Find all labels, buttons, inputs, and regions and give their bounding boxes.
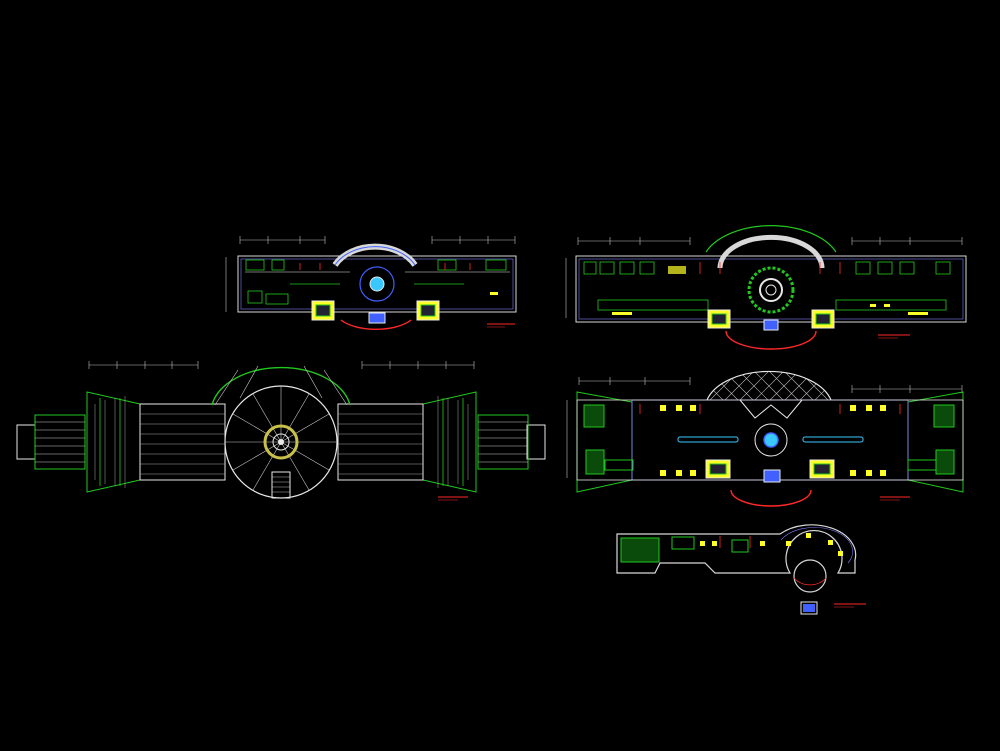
stair-block — [705, 399, 835, 483]
roof-hatch — [35, 421, 528, 463]
stair-block — [311, 300, 440, 324]
dome-rib — [214, 365, 348, 491]
plan-partial-wing — [616, 524, 866, 615]
dimension-line — [88, 361, 475, 369]
room-block — [583, 404, 955, 475]
plan-second-floor — [566, 370, 964, 507]
room-block — [583, 261, 951, 311]
dimension-line — [565, 237, 963, 318]
stair-block — [668, 266, 835, 331]
plan-first-floor — [565, 224, 967, 350]
plan-ground-floor — [225, 236, 517, 330]
room-block — [620, 536, 749, 563]
dimension-line — [566, 377, 963, 478]
room-block — [245, 259, 507, 305]
plan-roof — [16, 361, 546, 501]
dimension-line — [225, 236, 516, 312]
